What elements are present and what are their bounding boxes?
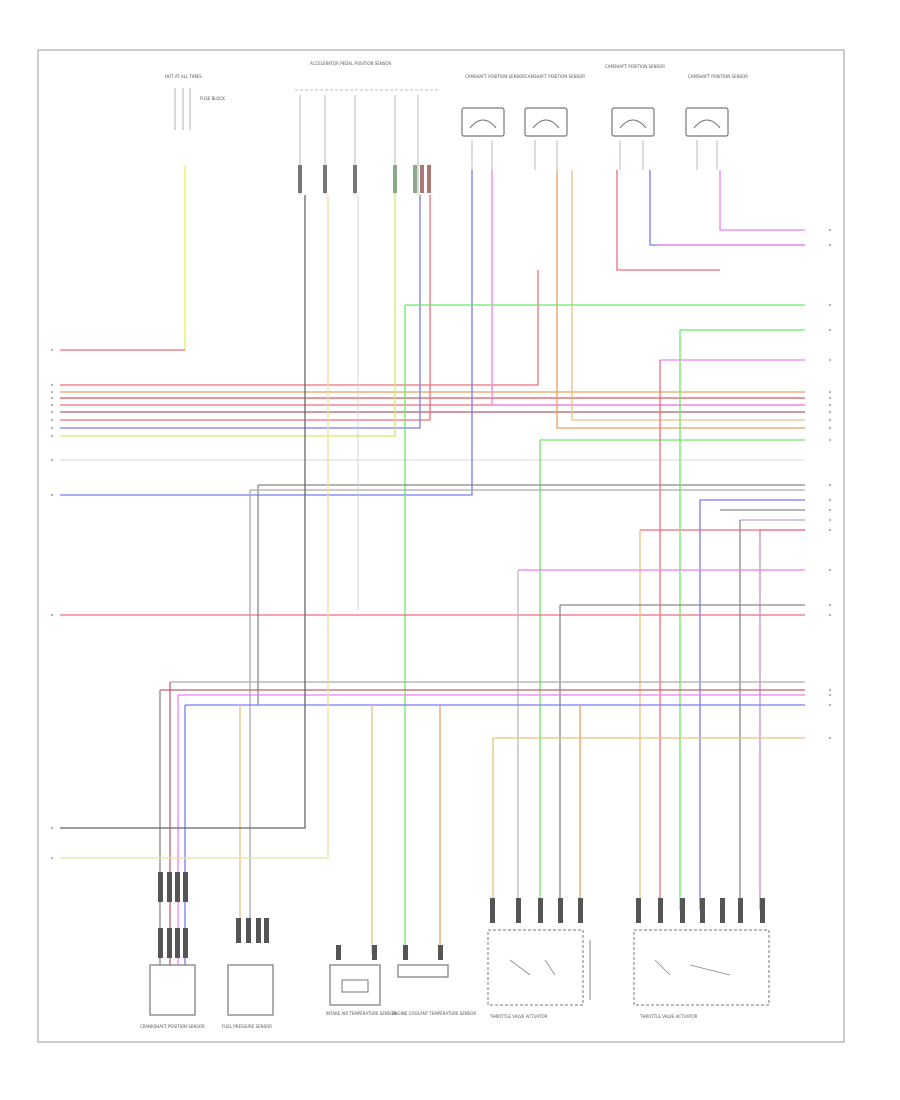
- right-pin-markers: [829, 229, 831, 739]
- accel-pedal-sensor-label: ACCELERATOR PEDAL POSITION SENSOR: [310, 61, 391, 66]
- accel-pedal-sensor: ACCELERATOR PEDAL POSITION SENSOR: [295, 61, 440, 195]
- throttle-actuator-2-label: THROTTLE VALVE ACTUATOR: [639, 1014, 698, 1019]
- throttle-actuator-1: THROTTLE VALVE ACTUATOR: [487, 929, 591, 1019]
- fuel-pressure-sensor-label: FUEL PRESSURE SENSOR: [222, 1024, 272, 1029]
- camshaft-sensor-2: CAMSHAFT POSITION SENSOR: [524, 74, 585, 137]
- power-source: HOT AT ALL TIMES FUSE BLOCK: [60, 74, 225, 351]
- camshaft-sensor-3-label: CAMSHAFT POSITION SENSOR: [605, 64, 665, 69]
- crankshaft-sensor: CRANKSHAFT POSITION SENSOR: [140, 964, 205, 1029]
- camshaft-sensor-1-label: CAMSHAFT POSITION SENSOR: [465, 74, 525, 79]
- throttle-actuator-2: THROTTLE VALVE ACTUATOR: [633, 929, 770, 1019]
- camshaft-leads: [471, 140, 718, 170]
- fuel-pressure-sensor: FUEL PRESSURE SENSOR: [222, 964, 274, 1029]
- diagram-border: [37, 49, 845, 1043]
- bottom-connector-stubs: [158, 872, 765, 960]
- connector-stubs-top: [298, 165, 431, 193]
- camshaft-sensor-3: CAMSHAFT POSITION SENSOR: [605, 64, 665, 137]
- camshaft-sensor-1: CAMSHAFT POSITION SENSOR: [461, 74, 525, 137]
- crankshaft-sensor-label: CRANKSHAFT POSITION SENSOR: [140, 1024, 205, 1029]
- camshaft-sensor-4-label: CAMSHAFT POSITION SENSOR: [688, 74, 748, 79]
- left-pin-markers: [51, 349, 53, 859]
- camshaft-sensor-4: CAMSHAFT POSITION SENSOR: [685, 74, 748, 137]
- hot-at-all-times-label: HOT AT ALL TIMES: [165, 74, 202, 79]
- coolant-temp-sensor-label: ENGINE COOLANT TEMPERATURE SENSOR: [392, 1011, 477, 1016]
- fuse-block-label: FUSE BLOCK: [200, 96, 225, 101]
- intake-temp-sensor: INTAKE AIR TEMPERATURE SENSOR: [326, 964, 397, 1016]
- coolant-temp-sensor: ENGINE COOLANT TEMPERATURE SENSOR: [392, 964, 477, 1016]
- wires: [60, 170, 805, 965]
- intake-temp-sensor-label: INTAKE AIR TEMPERATURE SENSOR: [326, 1011, 397, 1016]
- throttle-actuator-1-label: THROTTLE VALVE ACTUATOR: [489, 1014, 548, 1019]
- camshaft-sensor-2-label: CAMSHAFT POSITION SENSOR: [525, 74, 585, 79]
